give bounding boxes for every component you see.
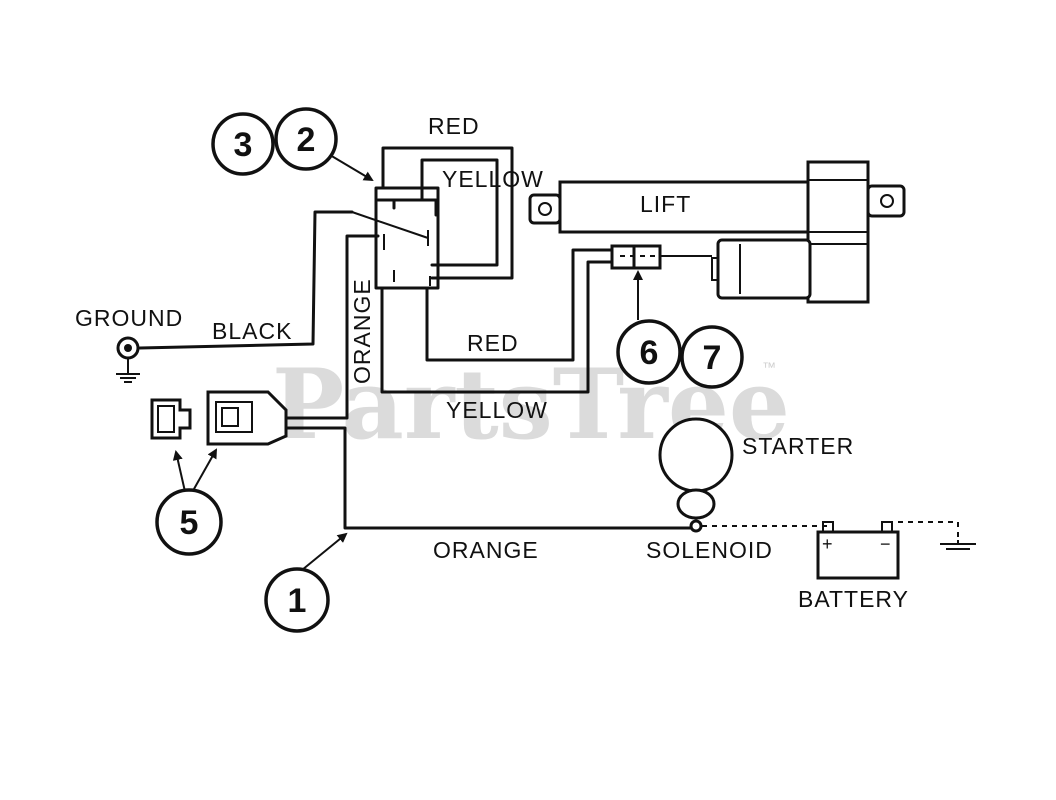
- battery-cable-negative: [888, 521, 959, 540]
- starter-motor: [658, 417, 734, 493]
- lift-switch: [351, 186, 440, 290]
- battery: [816, 521, 900, 580]
- red-wire-top: [381, 146, 514, 280]
- connector-plug: [150, 398, 192, 440]
- lift-actuator: [528, 160, 906, 304]
- label-lift: LIFT: [640, 191, 691, 217]
- callout-7: 7: [680, 325, 744, 389]
- callout-1: 1: [264, 567, 330, 633]
- leader-1: [301, 532, 348, 571]
- callout-6: 6: [616, 319, 682, 385]
- leader-2: [329, 154, 374, 182]
- callout-2-number: 2: [297, 121, 316, 159]
- starter-solenoid: [676, 488, 716, 533]
- callout-2: 2: [274, 107, 338, 171]
- label-orange-vertical: ORANGE: [349, 278, 375, 384]
- yellow-wire-top: [420, 158, 499, 267]
- battery-ground-icon: [940, 540, 976, 550]
- leader-5b: [189, 448, 217, 497]
- label-yellow-bottom: YELLOW: [446, 397, 548, 423]
- label-red-bottom: RED: [467, 330, 519, 356]
- label-solenoid: SOLENOID: [646, 537, 773, 563]
- orange-wire: [283, 234, 380, 420]
- label-red-top: RED: [428, 113, 480, 139]
- callout-3-number: 3: [234, 126, 253, 164]
- callout-5-number: 5: [180, 504, 199, 542]
- motor-connector: [610, 244, 712, 270]
- label-battery: BATTERY: [798, 586, 909, 612]
- battery-positive-label: +: [822, 534, 834, 554]
- label-orange-bottom: ORANGE: [433, 537, 539, 563]
- label-black: BLACK: [212, 318, 292, 344]
- yellow-wire-bottom: [380, 260, 614, 394]
- callout-3: 3: [211, 112, 275, 176]
- battery-negative-label: −: [880, 534, 892, 554]
- red-wire-bottom: [425, 248, 614, 362]
- ground-terminal: [116, 336, 140, 383]
- callout-5: 5: [155, 488, 223, 556]
- label-ground: GROUND: [75, 305, 183, 331]
- callout-1-number: 1: [288, 582, 307, 620]
- watermark-trademark: ™: [762, 359, 776, 375]
- callout-7-number: 7: [703, 339, 722, 377]
- orange-wire-bottom: [283, 426, 694, 530]
- connector-socket: [206, 390, 288, 446]
- black-wire: [138, 210, 354, 350]
- label-starter: STARTER: [742, 433, 854, 459]
- label-yellow-top: YELLOW: [442, 166, 544, 192]
- callout-6-number: 6: [640, 334, 659, 372]
- battery-cable-positive: [702, 525, 829, 530]
